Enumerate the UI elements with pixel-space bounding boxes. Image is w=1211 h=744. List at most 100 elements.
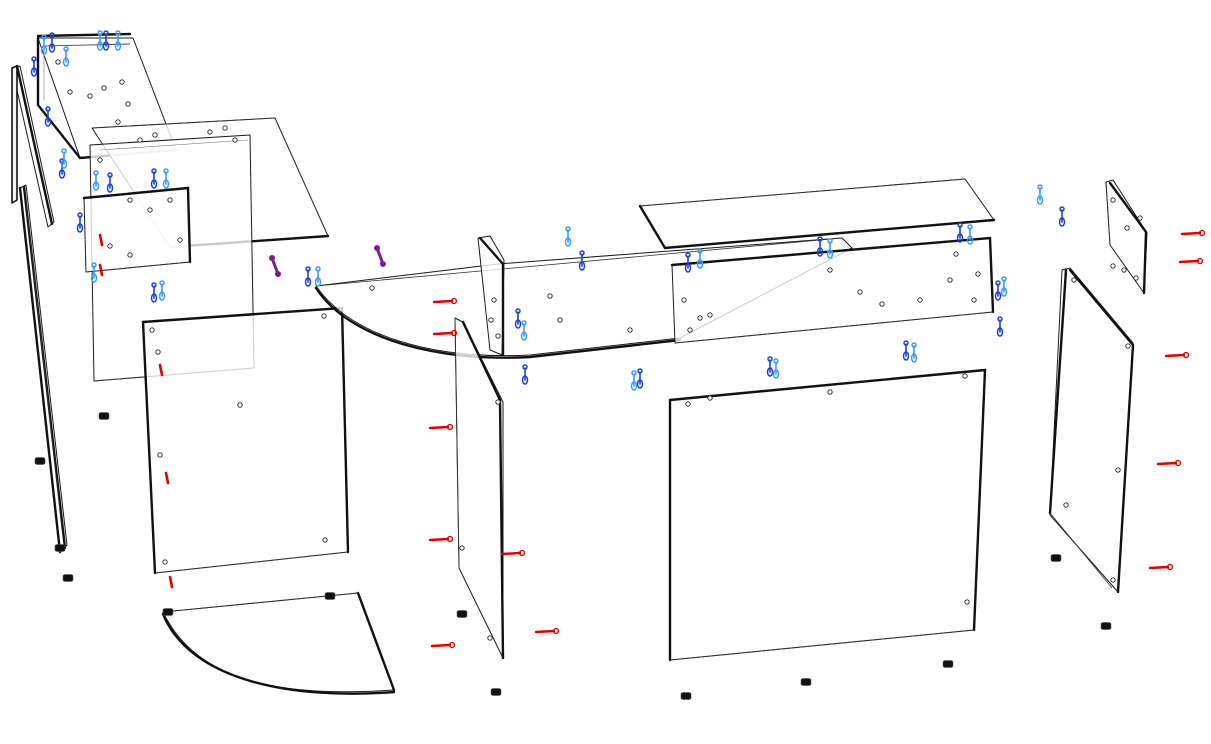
cam-lock-bolt [304,266,312,287]
confirmat-screw [500,549,526,557]
confirmat-screw [98,263,104,277]
drill-hole [1071,277,1077,283]
confirmat-screw [98,233,104,247]
drill-hole [1124,225,1130,231]
adjustable-foot [162,608,174,616]
cam-lock-bolt [162,168,170,189]
cam-lock-bolt [158,280,166,301]
drill-hole [237,402,243,408]
left-side-panel-narrow [11,64,55,228]
drill-hole [687,327,693,333]
drill-holes [55,59,1143,641]
cam-lock-bolt [826,238,834,259]
drill-hole [207,129,213,135]
cam-lock-bolt [1036,184,1044,205]
cam-lock-bolt [816,236,824,257]
drill-hole [1110,197,1116,203]
confirmat-screw [428,535,454,543]
drill-hole [127,252,133,258]
confirmat-screw [432,329,458,337]
adjustable-foot [34,457,46,465]
cam-lock-bolt [114,30,122,51]
cam-lock-bolt [150,282,158,303]
cam-lock-bolt [1058,206,1066,227]
cam-lock-bolt [150,168,158,189]
cam-lock-bolt [772,358,780,379]
drill-hole [119,79,125,85]
cam-lock-bolt [684,252,692,273]
drill-hole [149,327,155,333]
cam-lock-bolt [514,308,522,329]
fastener-hardware [30,30,1206,649]
adjustable-foot [98,412,110,420]
small-divider-panel [82,186,192,273]
drill-hole [107,243,113,249]
cam-lock-bolt [90,262,98,283]
cam-lock-bolt [766,356,774,377]
drill-hole [232,137,238,143]
drill-hole [491,297,497,303]
cam-lock-bolt [62,46,70,67]
drill-hole [157,452,163,458]
drill-hole [697,315,703,321]
confirmat-screw [428,423,454,431]
drill-hole [167,197,173,203]
connector-bolt [269,255,281,277]
front-door-left [141,306,350,575]
confirmat-screw [430,641,456,649]
drill-hole [1125,343,1131,349]
drill-hole [67,89,73,95]
adjustable-foot [800,678,812,686]
left-side-panel-tall [18,184,68,554]
drill-hole [917,297,923,303]
right-end-panel [1048,267,1135,594]
drill-hole [322,537,328,543]
cam-lock-bolt [994,280,1002,301]
drill-hole [137,137,143,143]
confirmat-screw [1164,351,1190,359]
drill-hole [827,267,833,273]
drill-hole [87,93,93,99]
drill-hole [962,373,968,379]
confirmat-screw [158,363,164,377]
cam-lock-bolt [636,368,644,389]
drill-hole [487,635,493,641]
drill-hole [101,85,107,91]
confirmat-screw [164,471,170,485]
drill-hole [1137,215,1143,221]
drill-hole [557,317,563,323]
drill-hole [947,277,953,283]
cam-lock-bolt [564,226,572,247]
drill-hole [1063,502,1069,508]
cam-lock-bolt [76,212,84,233]
adjustable-foot [456,610,468,618]
cam-lock-bolt [966,224,974,245]
drill-hole [681,297,687,303]
drill-hole [1115,467,1121,473]
small-right-panel [1105,179,1148,295]
inner-side-panel [454,317,505,660]
adjustable-foot [324,592,336,600]
drill-hole [177,237,183,243]
drill-hole [827,389,833,395]
confirmat-screw [432,297,458,305]
drill-hole [55,59,61,65]
back-panel-middle [670,236,995,344]
drill-hole [857,289,863,295]
drill-hole [953,251,959,257]
drill-hole [162,559,168,565]
drill-hole [1133,275,1139,281]
large-door-panel [668,368,987,662]
cam-lock-bolt [521,364,529,385]
cam-lock-bolt [314,266,322,287]
middle-vertical-divider [477,235,505,357]
cam-lock-bolt [96,30,104,51]
adjustable-foot [1100,622,1112,630]
adjustable-foot [942,660,954,668]
drill-hole [115,119,121,125]
confirmat-screw [1148,563,1174,571]
cam-lock-bolt [92,170,100,191]
cam-lock-bolt [102,30,110,51]
cam-lock-bolt [630,370,638,391]
drill-hole [127,197,133,203]
